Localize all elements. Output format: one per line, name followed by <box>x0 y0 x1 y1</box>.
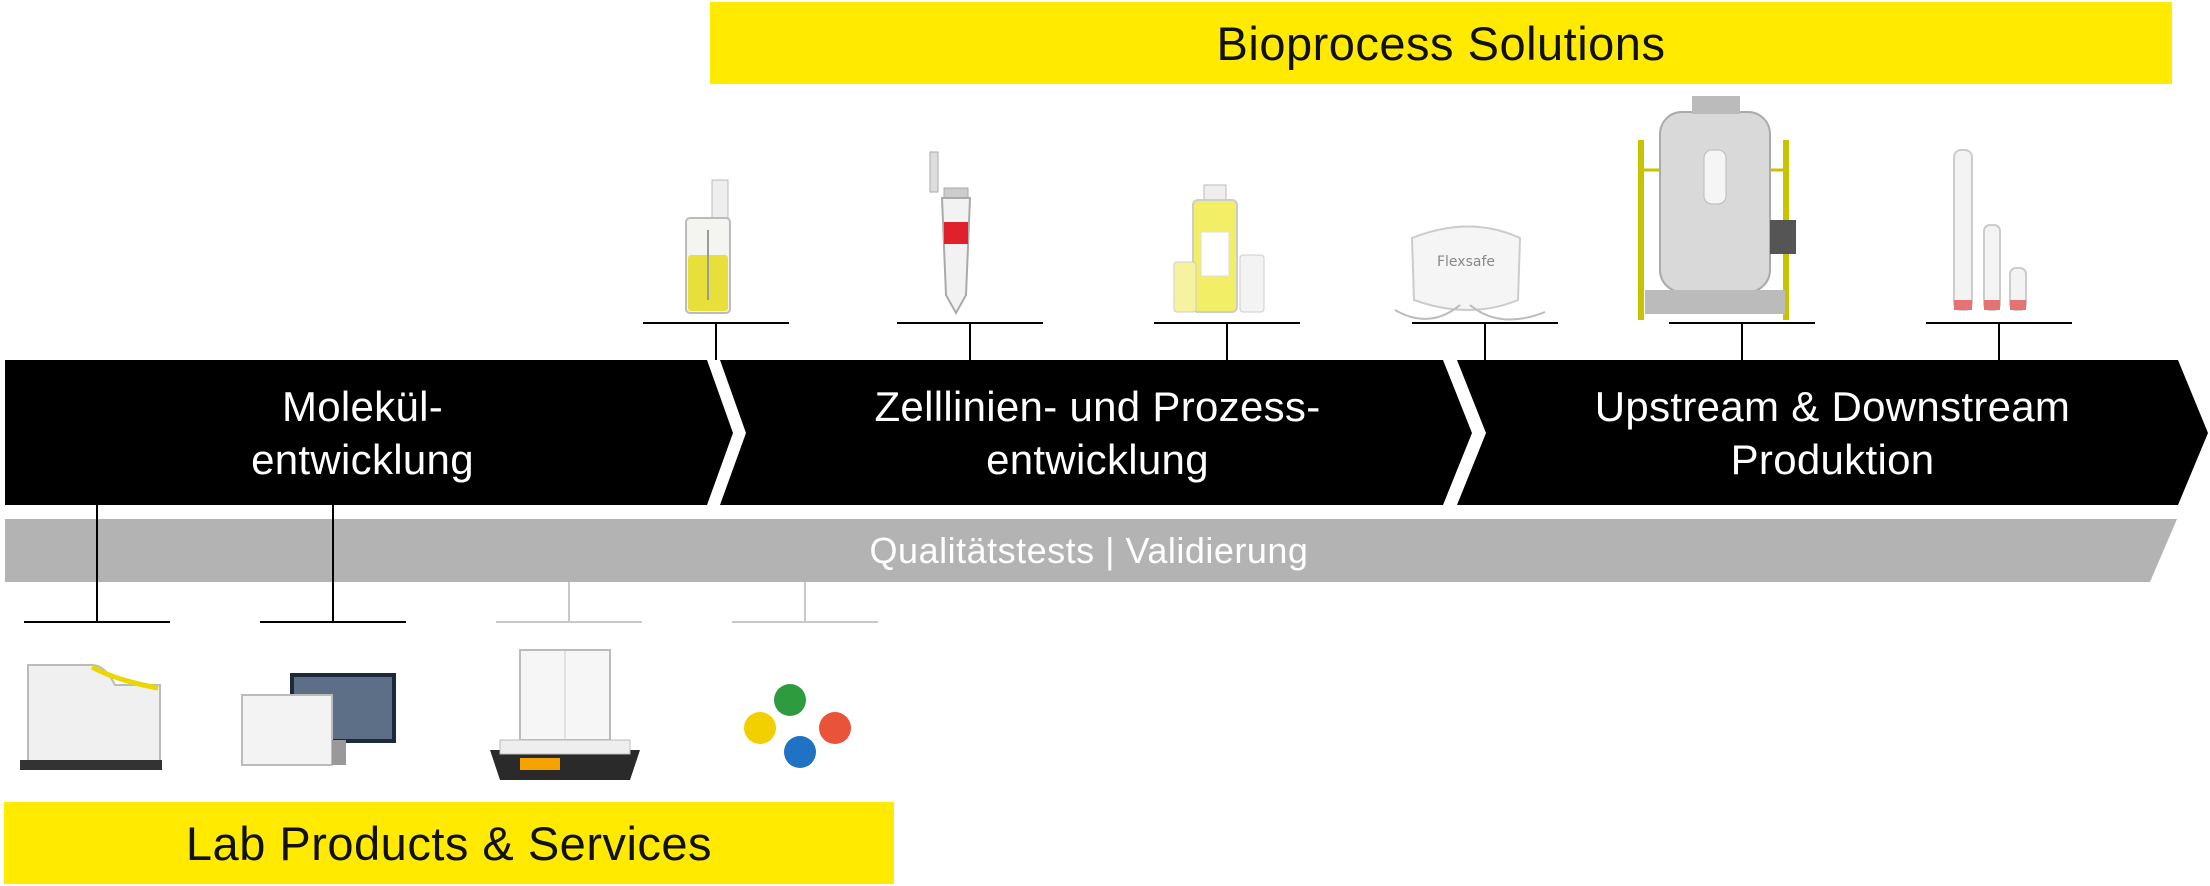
stage-label-cellline: Zelllinien- und Prozess- entwicklung <box>735 360 1460 505</box>
media-bottles-icon <box>1173 184 1265 313</box>
beaker-icon <box>685 179 731 314</box>
top-connectors <box>643 322 2072 360</box>
bottom-connectors-grey <box>496 582 878 623</box>
bioprocess-solutions-banner: Bioprocess Solutions <box>710 2 2172 84</box>
stage-label-production: Upstream & Downstream Produktion <box>1470 360 2195 505</box>
quality-bar <box>5 519 2177 582</box>
quality-bar-label: Qualitätstests | Validierung <box>869 529 1309 571</box>
flexsafe-bag-icon: Flexsafe <box>1394 225 1546 321</box>
bottom-connectors-black <box>24 505 406 623</box>
bioprocess-solutions-label: Bioprocess Solutions <box>1216 16 1666 70</box>
flexsafe-bag-label: Flexsafe <box>1437 254 1495 270</box>
analytical-balance-icon <box>490 649 640 780</box>
stage-label-molecule-line1: Molekül- <box>281 382 444 430</box>
stage-label-molecule-line2: entwicklung <box>251 435 474 483</box>
stage-label-production-line1: Upstream & Downstream <box>1594 382 2071 430</box>
filter-capsules-icon <box>1953 149 2027 311</box>
stage-chevron-molecule <box>5 360 733 505</box>
plate-reader-icon <box>241 673 396 766</box>
bioreactor-icon <box>1638 96 1796 320</box>
lab-products-banner: Lab Products & Services <box>4 802 894 884</box>
analyzer-instrument-icon <box>20 664 162 770</box>
centrifuge-tube-icon <box>929 151 972 316</box>
stage-chevron-production <box>1457 360 2208 505</box>
syringe-filters-icon <box>744 684 851 768</box>
stage-label-cellline-line1: Zelllinien- und Prozess- <box>874 382 1321 430</box>
lab-products-label: Lab Products & Services <box>185 816 713 870</box>
stage-chevron-cellline <box>720 360 1472 505</box>
stage-label-molecule: Molekül- entwicklung <box>5 360 720 505</box>
stage-label-production-line2: Produktion <box>1730 435 1935 483</box>
stage-label-cellline-line2: entwicklung <box>986 435 1209 483</box>
